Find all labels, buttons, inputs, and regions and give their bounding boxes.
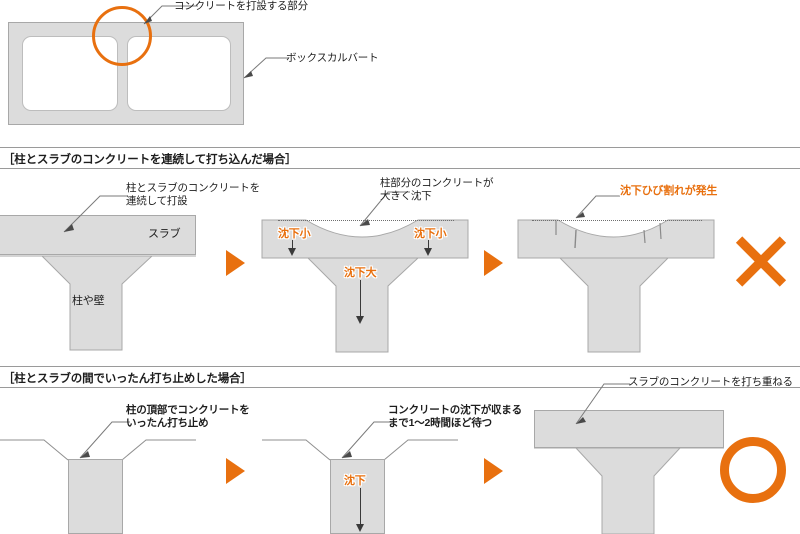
slab-inner-label: スラブ <box>148 228 181 240</box>
section-2-heading-text: ［柱とスラブの間でいったん打ち止めした場合］ <box>3 373 252 385</box>
settlement-label: 沈下 <box>344 475 366 487</box>
step-2-note-line1: 柱部分のコンクリートが <box>380 177 494 189</box>
step-1-note-line2: 連続して打設 <box>126 195 188 207</box>
settlement-small-left-arrow-icon <box>284 240 300 256</box>
box-culvert-figure: コンクリートを打設する部分 ボックスカルバート <box>0 0 800 140</box>
settlement-small-right-label: 沈下小 <box>414 228 447 240</box>
settlement-small-right-arrow-icon <box>420 240 436 256</box>
step-1-note-leader <box>63 195 128 233</box>
section-1-step-1: 柱とスラブのコンクリートを 連続して打設 スラブ 柱や壁 <box>0 180 260 351</box>
o-mark-icon <box>720 437 786 503</box>
settlement-large-label: 沈下大 <box>344 267 377 279</box>
step-2-note-line2: 大きく沈下 <box>380 190 432 202</box>
original-level-dashline <box>278 220 454 221</box>
s2-step-1-note-line1: 柱の頂部でコンクリートを <box>126 404 250 416</box>
section-2-step-3: スラブのコンクリートを打ち重ねる <box>518 376 793 534</box>
step-arrow-4-icon <box>484 458 503 484</box>
column-body-cracked <box>518 257 714 353</box>
column-body-final <box>534 447 724 534</box>
column-body-settled <box>262 257 468 353</box>
column-body-poured <box>68 459 123 534</box>
settlement-large-arrow-icon <box>348 280 372 324</box>
section-1-header: ［柱とスラブのコンクリートを連続して打ち込んだ場合］ <box>0 147 800 169</box>
s2-step-1-note-line2: いったん打ち止め <box>126 417 209 429</box>
step-3-note-leader <box>575 195 620 219</box>
x-mark-icon <box>730 230 792 292</box>
step-arrow-1-icon <box>226 250 245 276</box>
s2-step-2-note-leader <box>341 421 392 459</box>
step-1-note-line1: 柱とスラブのコンクリートを <box>126 182 260 194</box>
s2-step-3-note-line1: スラブのコンクリートを打ち重ねる <box>628 376 793 388</box>
settlement-arrow-icon <box>348 488 372 532</box>
culvert-callout-leader <box>143 5 198 25</box>
section-2-step-2: コンクリートの沈下が収まる まで1～2時間ほど待つ 沈下 <box>262 398 522 534</box>
circle-highlight-icon <box>92 6 152 66</box>
settlement-small-left-label: 沈下小 <box>278 228 311 240</box>
culvert-name-label: ボックスカルバート <box>286 52 379 64</box>
culvert-name-leader <box>243 57 288 79</box>
settlement-crack-label: 沈下ひび割れが発生 <box>620 185 718 197</box>
column-body <box>0 255 196 351</box>
column-body-settling <box>330 459 385 534</box>
step-arrow-2-icon <box>484 250 503 276</box>
column-inner-label: 柱や壁 <box>72 295 105 307</box>
culvert-callout-label: コンクリートを打設する部分 <box>174 0 308 12</box>
section-1-step-2: 柱部分のコンクリートが 大きく沈下 沈下小 沈下小 沈下大 <box>261 177 512 353</box>
s2-step-1-note-leader <box>79 421 130 459</box>
section-1-heading-text: ［柱とスラブのコンクリートを連続して打ち込んだ場合］ <box>3 154 297 166</box>
original-level-dashline-2 <box>532 220 702 221</box>
slab-outline <box>0 439 196 461</box>
section-2-header: ［柱とスラブの間でいったん打ち止めした場合］ <box>0 366 800 388</box>
s2-step-2-note-line1: コンクリートの沈下が収まる <box>388 404 522 416</box>
section-2-step-1: 柱の頂部でコンクリートを いったん打ち止め <box>0 398 250 534</box>
s2-step-2-note-line2: まで1～2時間ほど待つ <box>388 417 492 429</box>
step-2-note-leader <box>359 191 410 227</box>
step-arrow-3-icon <box>226 458 245 484</box>
slab-body-cracked <box>517 219 715 259</box>
s2-step-3-note-leader <box>575 383 630 425</box>
slab-outline-2 <box>262 439 458 461</box>
slab-body-settled <box>261 219 469 259</box>
section-1-step-3: 沈下ひび割れが発生 <box>517 180 768 353</box>
slab-body <box>0 215 196 255</box>
